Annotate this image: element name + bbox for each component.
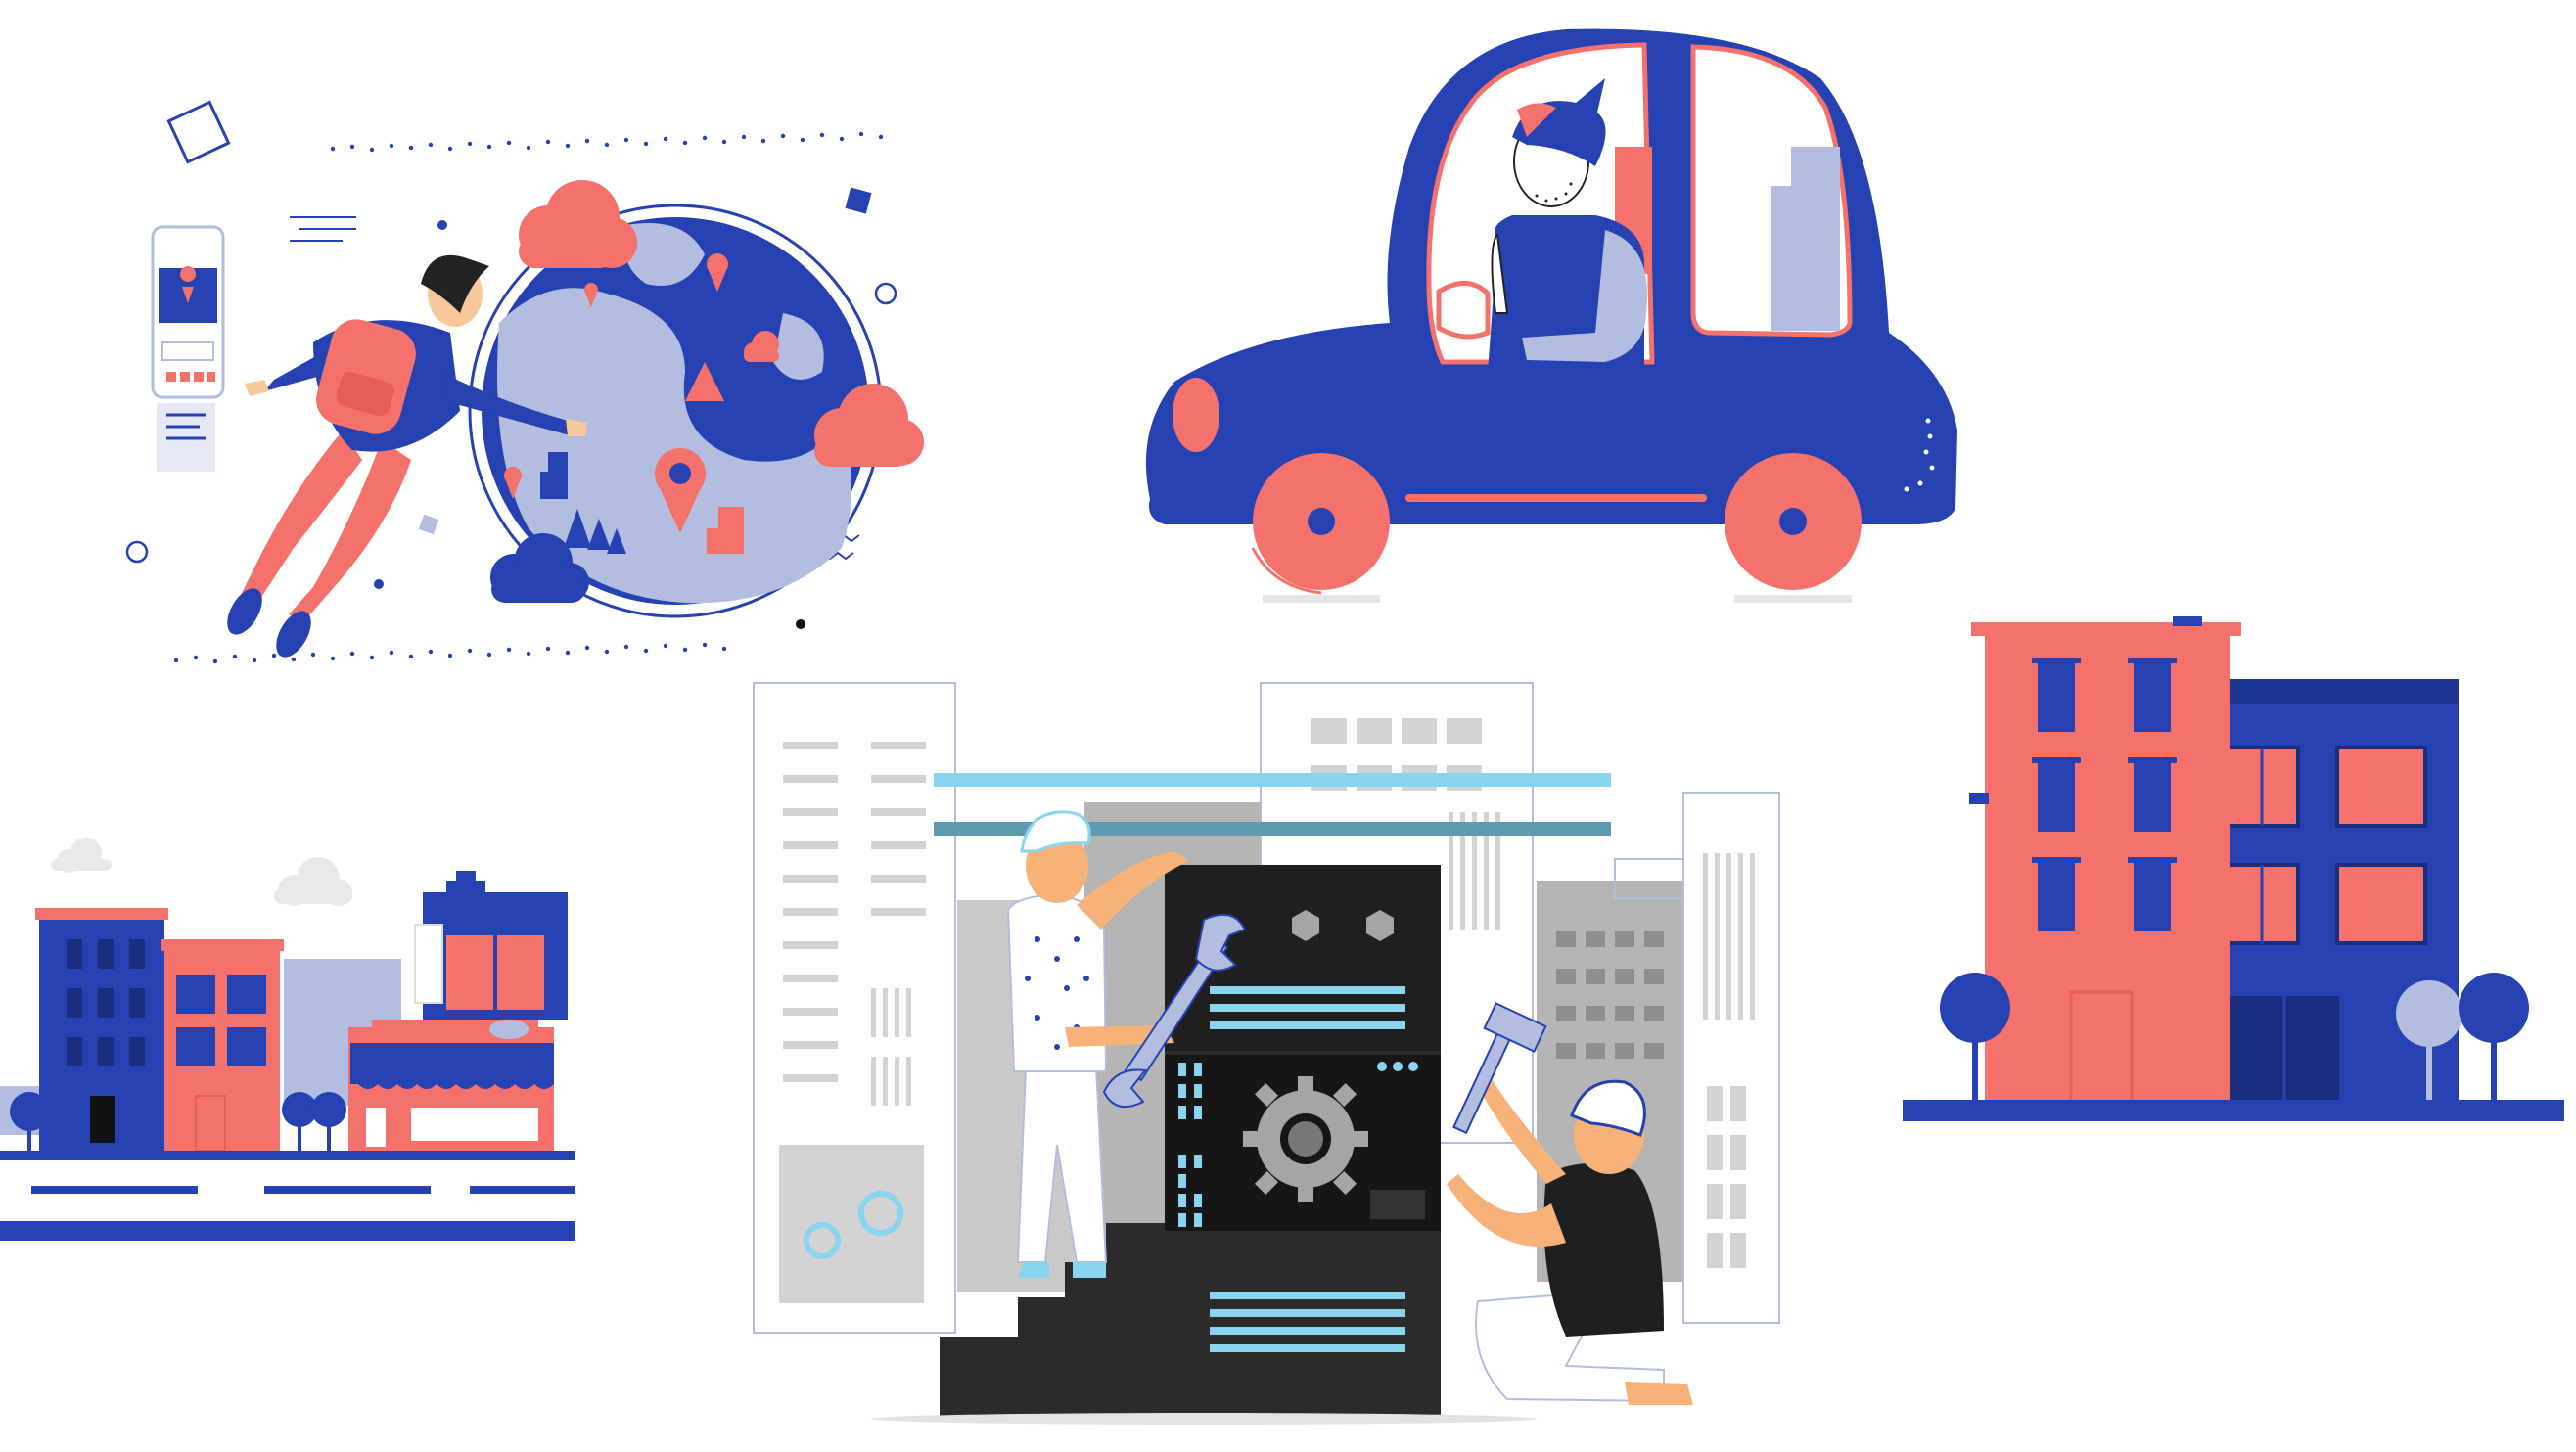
floor-shadow bbox=[871, 1413, 1537, 1425]
location-pin-icon bbox=[504, 467, 522, 499]
engineer-kneeling bbox=[1447, 1002, 1693, 1405]
location-pin-icon bbox=[655, 448, 706, 533]
cloud-icon bbox=[274, 857, 352, 906]
shop-sign bbox=[489, 1020, 529, 1039]
floating-circle bbox=[125, 540, 149, 564]
building-icon bbox=[2224, 679, 2459, 1100]
pipe-light bbox=[934, 773, 1611, 787]
road-lines bbox=[31, 1186, 575, 1194]
cloud-icon bbox=[490, 533, 589, 603]
cloud-icon bbox=[744, 331, 779, 362]
server-rack-icon bbox=[1165, 865, 1441, 1417]
background-panel bbox=[753, 682, 956, 1334]
stairs bbox=[940, 1223, 1174, 1417]
gear-icon bbox=[1243, 1076, 1368, 1202]
cloud-icon bbox=[814, 384, 924, 467]
globe bbox=[468, 204, 883, 618]
wrench-icon bbox=[1102, 913, 1247, 1109]
location-pin-icon bbox=[707, 253, 728, 292]
dotted-line-bottom bbox=[173, 642, 727, 664]
floating-dot bbox=[437, 220, 447, 230]
floating-dot bbox=[796, 619, 805, 629]
building-icon bbox=[1969, 616, 2241, 1104]
building-icon bbox=[707, 507, 744, 554]
shoe-icon bbox=[227, 588, 262, 635]
building-icon bbox=[724, 266, 761, 295]
hexagon-bolt-icon bbox=[1292, 910, 1394, 941]
window-buildings bbox=[1771, 147, 1840, 331]
backpack-icon bbox=[316, 319, 416, 434]
tree-icon bbox=[1940, 973, 2529, 1100]
steering-wheel-icon bbox=[1436, 281, 1491, 340]
pipe-dark bbox=[934, 822, 1611, 836]
building-icon bbox=[35, 908, 168, 1151]
shoe-icon bbox=[276, 611, 311, 658]
dotted-line-top bbox=[330, 131, 884, 153]
tree-icon bbox=[10, 1092, 346, 1153]
driver-person bbox=[1436, 78, 1648, 372]
building-icon bbox=[161, 939, 284, 1152]
traveler-person bbox=[227, 254, 587, 658]
speed-lines bbox=[290, 216, 356, 242]
floating-square-outline bbox=[166, 100, 231, 164]
shop-building bbox=[348, 1020, 554, 1153]
beard-dots bbox=[1535, 182, 1573, 203]
headlight bbox=[1173, 378, 1219, 452]
location-pin-icon bbox=[584, 283, 598, 307]
shop-awning-icon bbox=[350, 1043, 554, 1089]
ground bbox=[1903, 1100, 2564, 1121]
engineer-standing bbox=[1006, 810, 1247, 1278]
floating-square-light bbox=[418, 514, 439, 535]
building-windows bbox=[1556, 931, 1664, 1059]
road bbox=[0, 1221, 575, 1241]
cloud-icon bbox=[519, 180, 637, 268]
floating-square-blue bbox=[845, 187, 872, 214]
gear-icon bbox=[804, 1191, 903, 1259]
rear-dots bbox=[1904, 418, 1935, 492]
background-panel bbox=[1682, 792, 1780, 1324]
sidewalk bbox=[0, 1151, 575, 1160]
hammer-icon bbox=[1452, 1002, 1547, 1135]
building-icon bbox=[540, 452, 568, 499]
building-icon bbox=[414, 871, 568, 1020]
wheel-icon bbox=[1251, 453, 1390, 603]
phone-icon bbox=[151, 225, 225, 472]
floating-dot bbox=[374, 579, 384, 589]
tree-icon bbox=[685, 362, 724, 401]
cloud-icon bbox=[51, 838, 112, 873]
tree-icon bbox=[564, 509, 626, 554]
floating-circle bbox=[874, 282, 897, 305]
wheel-icon bbox=[1725, 453, 1862, 603]
